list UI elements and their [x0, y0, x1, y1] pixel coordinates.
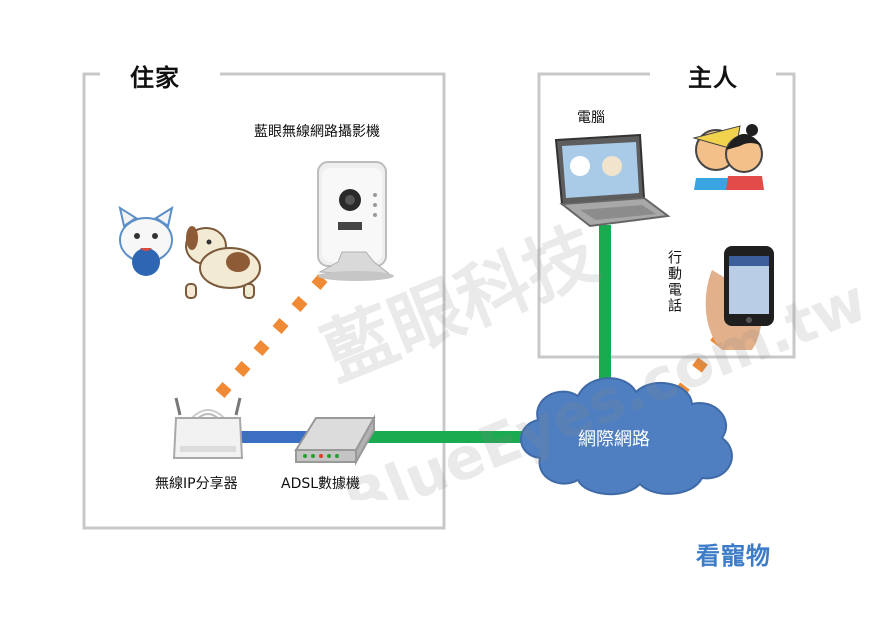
router-label: 無線IP分享器	[155, 476, 238, 492]
cat-icon	[118, 205, 174, 276]
phone-label: 行動電話	[666, 250, 682, 314]
internet-label: 網際網路	[578, 429, 650, 450]
computer-label: 電腦	[577, 110, 605, 126]
laptop-icon	[554, 133, 671, 228]
owner-title: 主人	[688, 64, 738, 92]
dog-icon	[185, 226, 261, 299]
home-frame	[82, 72, 446, 530]
network-camera-icon	[317, 161, 394, 281]
smartphone-icon	[705, 246, 774, 350]
caption-title: 看寵物	[696, 542, 771, 570]
home-title: 住家	[130, 64, 180, 92]
adsl-modem-icon	[294, 414, 376, 466]
camera-wifi-link	[215, 274, 328, 398]
wifi-router-icon	[172, 397, 244, 459]
camera-label: 藍眼無線網路攝影機	[254, 124, 380, 140]
cloud-icon	[520, 377, 733, 496]
modem-label: ADSL數據機	[281, 476, 361, 492]
owners-icon	[692, 124, 764, 190]
phone-wireless-link	[674, 332, 726, 398]
owner-frame	[537, 72, 796, 359]
